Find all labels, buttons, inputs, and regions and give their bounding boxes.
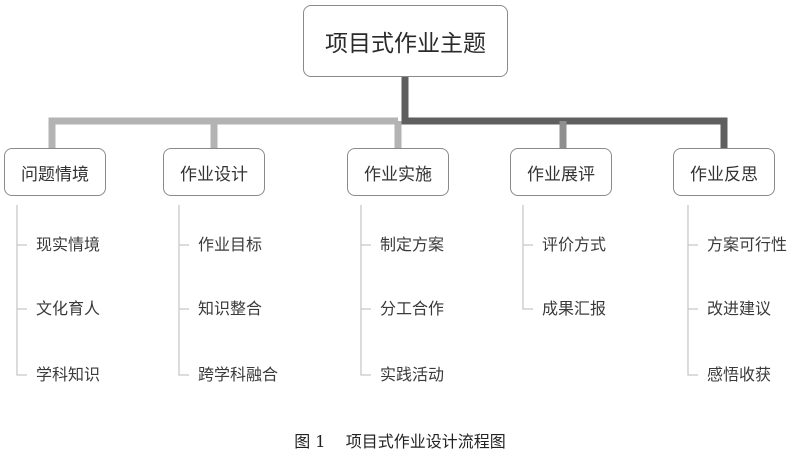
branch-5-item-2: 改进建议 [707, 299, 772, 318]
figure-caption: 图 1 项目式作业设计流程图 [294, 432, 506, 451]
category-label: 问题情境 [21, 164, 89, 185]
category-label: 作业设计 [180, 164, 248, 185]
connector-light-horizontal [48, 117, 398, 148]
category-node-homework-exhibition: 作业展评 [510, 148, 612, 196]
branch-4-item-1: 评价方式 [542, 235, 607, 254]
category-node-homework-reflection: 作业反思 [673, 148, 775, 196]
branch-2-item-2: 知识整合 [198, 299, 263, 318]
category-label: 作业反思 [690, 164, 758, 185]
branch-4-item-2: 成果汇报 [542, 299, 607, 318]
branch-5-item-1: 方案可行性 [707, 235, 788, 254]
category-label: 作业展评 [527, 164, 595, 185]
bracket-5 [687, 205, 698, 376]
branch-3-item-3: 实践活动 [380, 365, 445, 384]
category-label: 作业实施 [364, 164, 432, 185]
branch-5-item-3: 感悟收获 [707, 365, 772, 384]
branch-3-item-2: 分工合作 [380, 299, 445, 318]
bracket-2 [178, 205, 189, 376]
root-node-label: 项目式作业主题 [325, 31, 486, 57]
branch-2-item-1: 作业目标 [198, 235, 263, 254]
bracket-3 [360, 205, 371, 376]
category-node-homework-design: 作业设计 [163, 148, 265, 196]
branch-3-item-1: 制定方案 [380, 235, 445, 254]
bracket-1 [16, 205, 27, 376]
branch-2-item-3: 跨学科融合 [198, 365, 279, 384]
root-node: 项目式作业主题 [303, 5, 508, 77]
branch-1-item-1: 现实情境 [36, 235, 101, 254]
branch-1-item-3: 学科知识 [36, 365, 101, 384]
branch-1-item-2: 文化育人 [36, 299, 101, 318]
bracket-4 [522, 205, 533, 310]
category-node-problem-context: 问题情境 [4, 148, 106, 196]
category-node-homework-implementation: 作业实施 [347, 148, 449, 196]
